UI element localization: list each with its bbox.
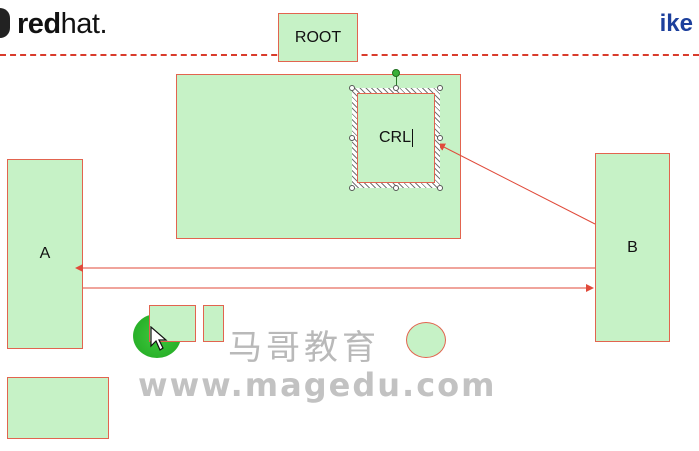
root-label: ROOT	[294, 28, 342, 46]
watermark-url: www.magedu.com	[138, 366, 497, 404]
resize-handle-top-right[interactable]	[437, 85, 443, 91]
resize-handle-top[interactable]	[393, 85, 399, 91]
node-a-label: A	[39, 245, 51, 262]
partner-logo: ike	[659, 10, 693, 37]
small-box-2[interactable]	[203, 305, 224, 342]
resize-handle-bottom[interactable]	[393, 185, 399, 191]
resize-handle-left[interactable]	[349, 135, 355, 141]
redhat-logo: redhat.	[0, 8, 108, 41]
resize-handle-bottom-right[interactable]	[437, 185, 443, 191]
ellipse-shape[interactable]	[406, 322, 446, 358]
node-b-label: B	[627, 238, 638, 256]
resize-handle-bottom-left[interactable]	[349, 185, 355, 191]
rotation-stem	[396, 74, 397, 88]
arrow-b-to-crl[interactable]	[437, 143, 596, 225]
crl-box[interactable]: CRL	[357, 93, 435, 183]
text-caret	[412, 129, 413, 147]
root-box[interactable]	[278, 13, 358, 62]
resize-handle-right[interactable]	[437, 135, 443, 141]
resize-handle-top-left[interactable]	[349, 85, 355, 91]
node-b-box[interactable]	[595, 153, 670, 342]
mouse-pointer-icon	[150, 326, 168, 351]
crl-label[interactable]: CRL	[378, 129, 411, 146]
rotate-handle-icon[interactable]	[392, 69, 400, 77]
crl-selection-frame[interactable]: CRL	[352, 88, 440, 188]
redhat-mark-icon	[0, 8, 10, 39]
bottom-left-box[interactable]	[7, 377, 109, 439]
node-a-box[interactable]	[7, 159, 83, 349]
watermark-chinese: 马哥教育	[228, 328, 380, 368]
